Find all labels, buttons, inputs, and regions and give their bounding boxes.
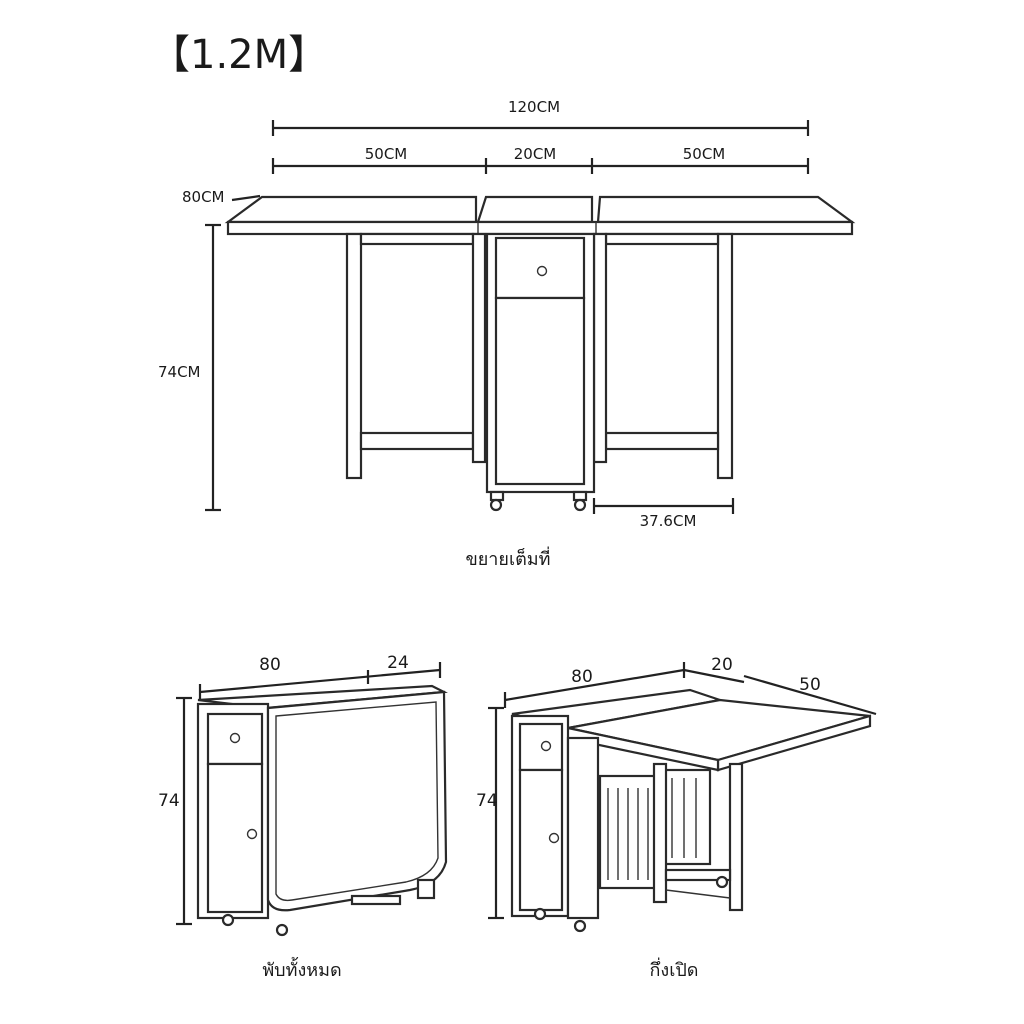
depth-tick xyxy=(231,194,261,202)
right-leg-frame xyxy=(592,232,734,480)
size-title: 【1.2M】 xyxy=(150,32,329,78)
table-top xyxy=(224,195,856,236)
width-dimension-lines xyxy=(271,120,810,174)
caster-wheel-icon xyxy=(489,498,503,512)
caster-wheel-icon xyxy=(573,919,587,933)
caster-wheel-icon xyxy=(715,875,729,889)
caster-wheel-icon xyxy=(221,913,235,927)
half-open-caption: กึ่งเปิด xyxy=(650,957,699,981)
extended-table-view: 120CM 50CM 20CM 50CM 80CM 74CM xyxy=(158,98,856,570)
half-open-middle-label: 20 xyxy=(711,655,733,675)
half-open-height-label: 74 xyxy=(476,791,498,811)
leg-span-dimension-line xyxy=(592,498,735,514)
half-open-width-label: 80 xyxy=(571,667,593,687)
folded-leaf xyxy=(266,690,448,912)
half-open-dimension-lines xyxy=(488,662,877,920)
left-leg-frame xyxy=(345,232,487,480)
drawer-knob-icon xyxy=(536,265,548,277)
folded-table-view: 80 24 74 พับทั้งหมด xyxy=(158,653,448,981)
height-dimension-line xyxy=(205,223,221,512)
folded-height-label: 74 xyxy=(158,791,180,811)
folded-caption: พับทั้งหมด xyxy=(262,957,341,981)
folded-depth-label: 24 xyxy=(387,653,409,673)
right-leaf-label: 50CM xyxy=(683,145,726,163)
depth-label: 80CM xyxy=(182,188,225,206)
door-knob-icon xyxy=(548,832,560,844)
height-label: 74CM xyxy=(158,363,201,381)
extended-caption: ขยายเต็มที่ xyxy=(465,546,550,570)
leg-span-label: 37.6CM xyxy=(640,512,697,530)
door-knob-icon xyxy=(246,828,258,840)
drawer-knob-icon xyxy=(540,740,552,752)
total-width-label: 120CM xyxy=(508,98,560,116)
drawer-knob-icon xyxy=(229,732,241,744)
folded-width-label: 80 xyxy=(259,655,281,675)
half-open-leaf-label: 50 xyxy=(799,675,821,695)
center-cabinet xyxy=(485,232,596,512)
middle-width-label: 20CM xyxy=(514,145,557,163)
half-open-legs xyxy=(652,762,744,912)
caster-wheel-icon xyxy=(533,907,547,921)
half-open-table-view: 80 20 50 74 xyxy=(476,655,877,981)
left-leaf-label: 50CM xyxy=(365,145,408,163)
folded-dimension-lines xyxy=(176,662,442,926)
caster-wheel-icon xyxy=(275,923,289,937)
caster-wheel-icon xyxy=(573,498,587,512)
